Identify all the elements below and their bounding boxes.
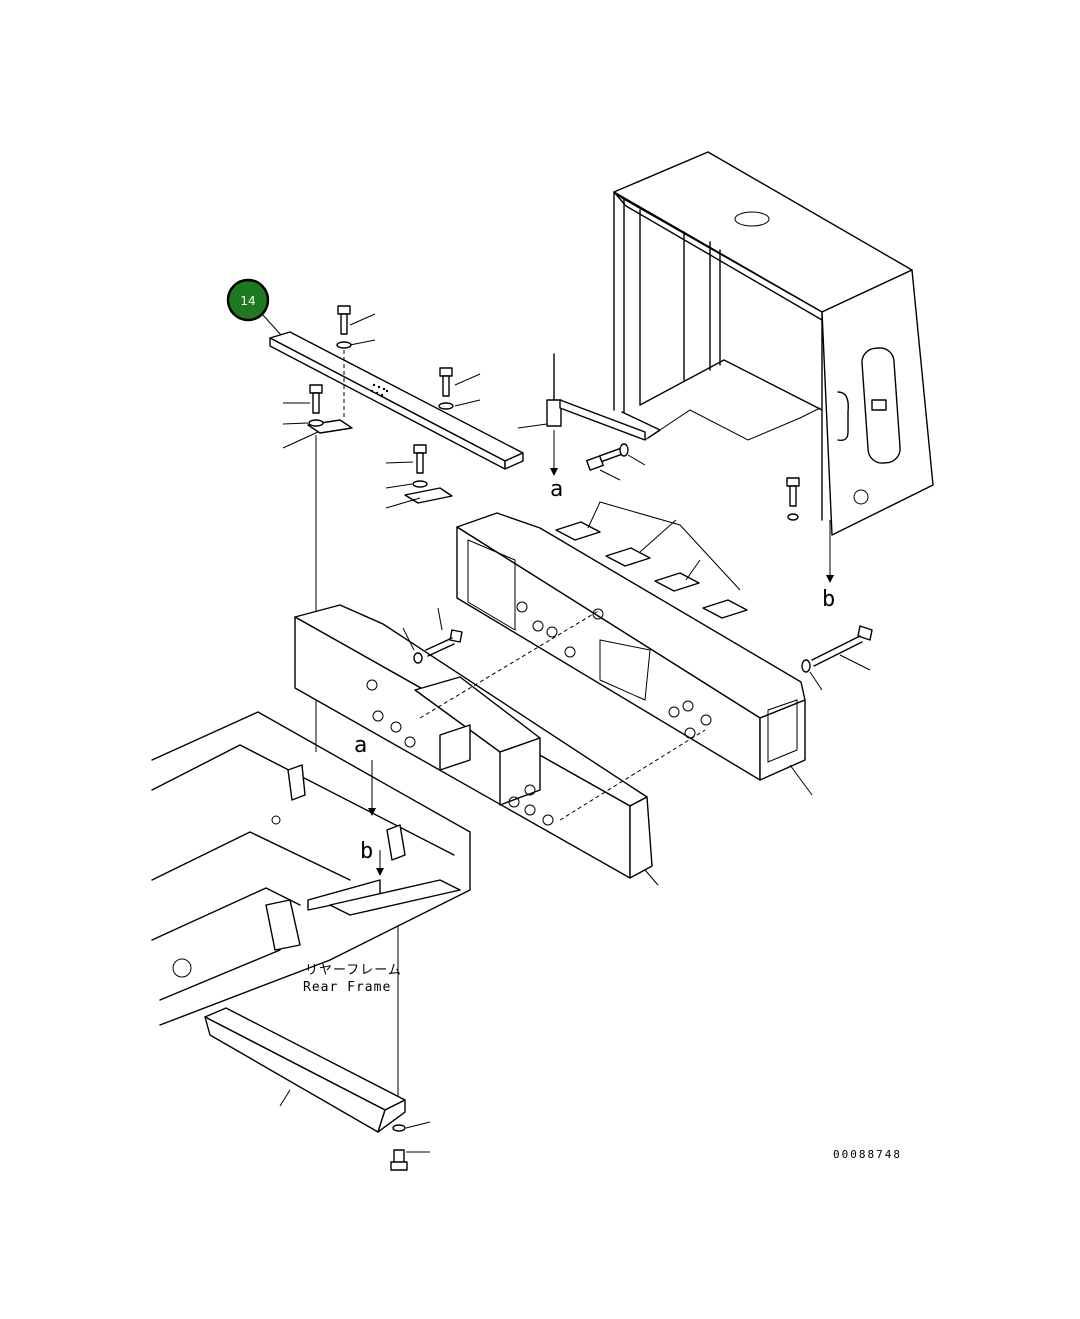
rear-frame <box>151 711 471 1110</box>
top-bracket-plate <box>269 305 524 750</box>
cab-housing <box>517 151 934 583</box>
label-rear-frame-en: Rear Frame <box>303 980 391 995</box>
bottom-cover-plate <box>204 1007 431 1171</box>
label-b-lower: b <box>360 839 373 864</box>
bolt-icon <box>438 367 481 410</box>
callout-14[interactable]: 14 <box>226 278 283 337</box>
label-rear-frame-jp: リヤーフレーム <box>305 963 402 978</box>
callout-number: 14 <box>240 294 255 308</box>
label-a-lower: a <box>354 733 367 758</box>
counterweight-block <box>294 604 706 886</box>
label-a-top: a <box>550 477 563 502</box>
drawing-number: 00088748 <box>833 1148 902 1161</box>
label-b-right: b <box>822 587 835 612</box>
bolt-icon <box>282 384 324 449</box>
bolt-icon <box>336 305 376 420</box>
bolt-icon <box>385 444 428 509</box>
counterweight-beam <box>456 501 873 796</box>
